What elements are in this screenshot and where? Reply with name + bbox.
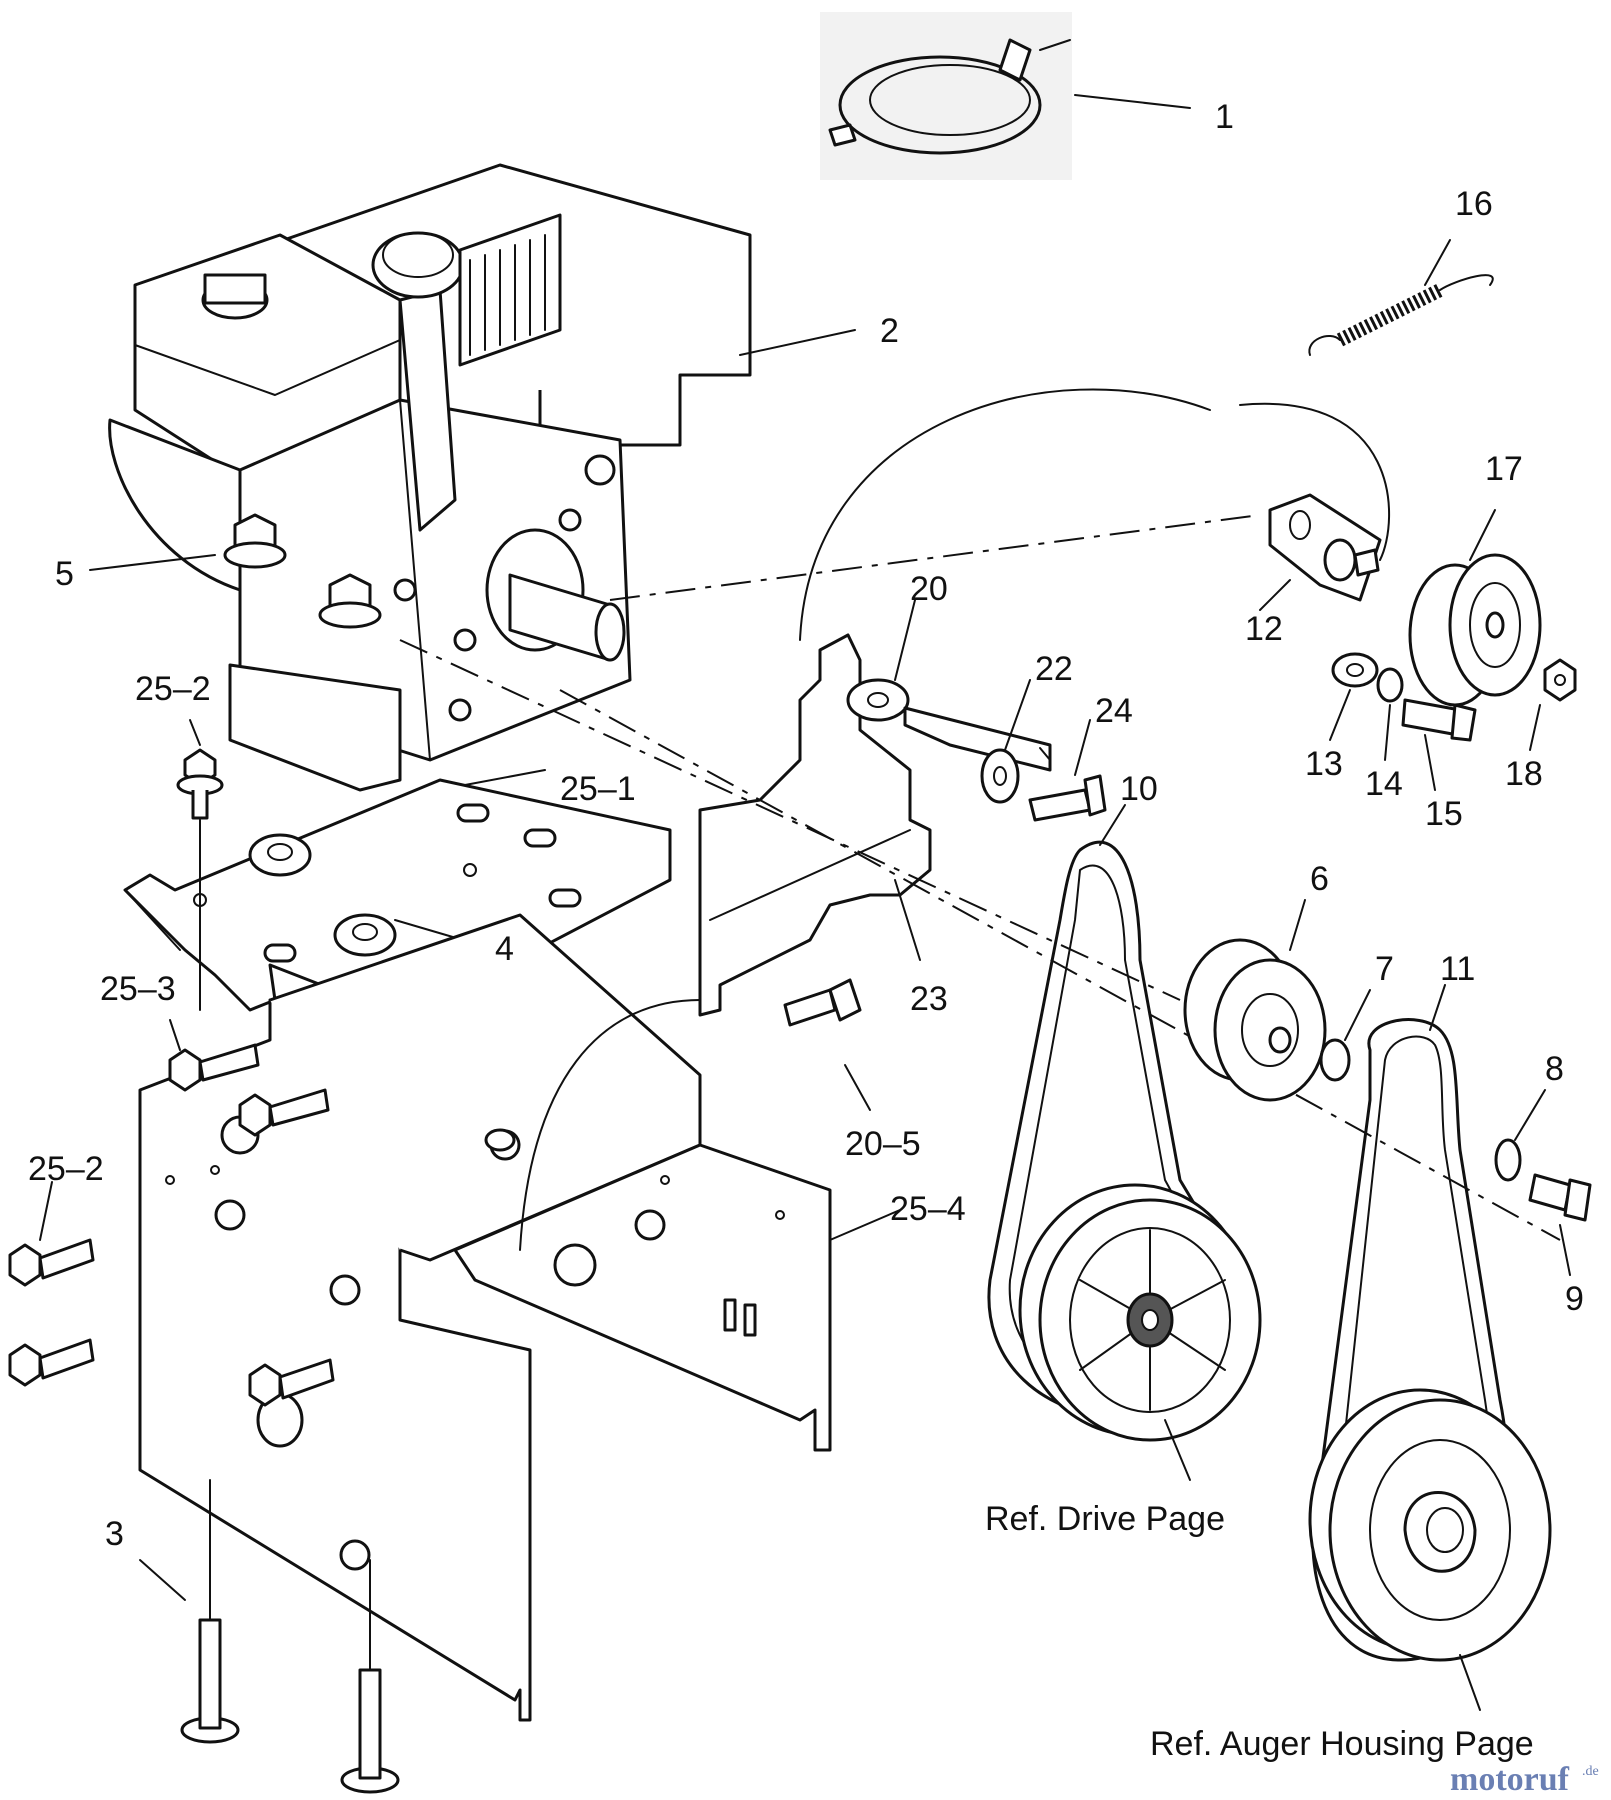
callout-7: 7 [1375,950,1394,988]
callout-24: 24 [1095,692,1133,730]
washer-8-part[interactable] [1494,1138,1522,1182]
washer-14-part[interactable] [1376,667,1404,703]
carriage-bolts-3-part[interactable] [180,1618,400,1794]
engine-part[interactable] [108,163,752,792]
callout-25-3: 25–3 [100,970,176,1008]
bolt-25-2-upper-part[interactable] [176,748,224,820]
washer-22-part[interactable] [980,748,1020,804]
callout-23: 23 [910,980,948,1018]
engine-pulley-6-part[interactable] [1183,938,1327,1102]
power-cord-part[interactable] [820,12,1072,180]
callout-25-2-upper: 25–2 [135,670,211,708]
callout-4: 4 [495,930,514,968]
callout-25-2-lower: 25–2 [28,1150,104,1188]
callout-10: 10 [1120,770,1158,808]
idler-pulley-17-part[interactable] [1408,553,1542,707]
bolts-25-2-lower-part[interactable] [8,1238,335,1407]
callout-16: 16 [1455,185,1493,223]
callout-22: 22 [1035,650,1073,688]
callout-13: 13 [1305,745,1343,783]
callout-17: 17 [1485,450,1523,488]
ref-auger-housing-page: Ref. Auger Housing Page [1150,1725,1534,1763]
flange-nuts-part[interactable] [223,513,382,629]
lock-washers-part[interactable] [248,833,397,957]
bolt-20-5-part[interactable] [783,978,862,1027]
callout-20-5: 20–5 [845,1125,921,1163]
bolts-25-3-part[interactable] [168,1043,330,1137]
bolt-24-part[interactable] [1028,774,1107,822]
callout-15: 15 [1425,795,1463,833]
callout-3: 3 [105,1515,124,1553]
callout-12: 12 [1245,610,1283,648]
drive-pulley-part[interactable] [1018,1183,1262,1442]
callout-18: 18 [1505,755,1543,793]
ref-drive-page: Ref. Drive Page [985,1500,1225,1538]
watermark-suffix: .de [1582,1764,1599,1779]
callout-8: 8 [1545,1050,1564,1088]
bolt-9-part[interactable] [1528,1173,1592,1222]
callout-1: 1 [1215,98,1234,136]
frame-part[interactable] [138,913,832,1722]
callout-2: 2 [880,312,899,350]
callout-20: 20 [910,570,948,608]
spring-16-part[interactable] [1308,274,1494,356]
callout-25-1: 25–1 [560,770,636,808]
callout-11: 11 [1440,950,1475,988]
watermark-logo: motoruf [1450,1761,1570,1798]
spacer-13-part[interactable] [1331,652,1379,688]
callout-25-4: 25–4 [890,1190,966,1228]
callout-5: 5 [55,555,74,593]
callout-labels: 1 2 3 4 5 6 7 8 9 10 11 12 13 14 15 16 1… [28,98,1584,1553]
idler-arm-12-part[interactable] [1268,493,1382,602]
callout-9: 9 [1565,1280,1584,1318]
callout-6: 6 [1310,860,1329,898]
bolt-15-part[interactable] [1401,698,1477,742]
washer-7-part[interactable] [1319,1038,1351,1082]
auger-pulley-part[interactable] [1308,1388,1552,1662]
callout-14: 14 [1365,765,1403,803]
nut-18-part[interactable] [1543,658,1577,702]
idler-bracket-part[interactable] [698,633,1052,1017]
